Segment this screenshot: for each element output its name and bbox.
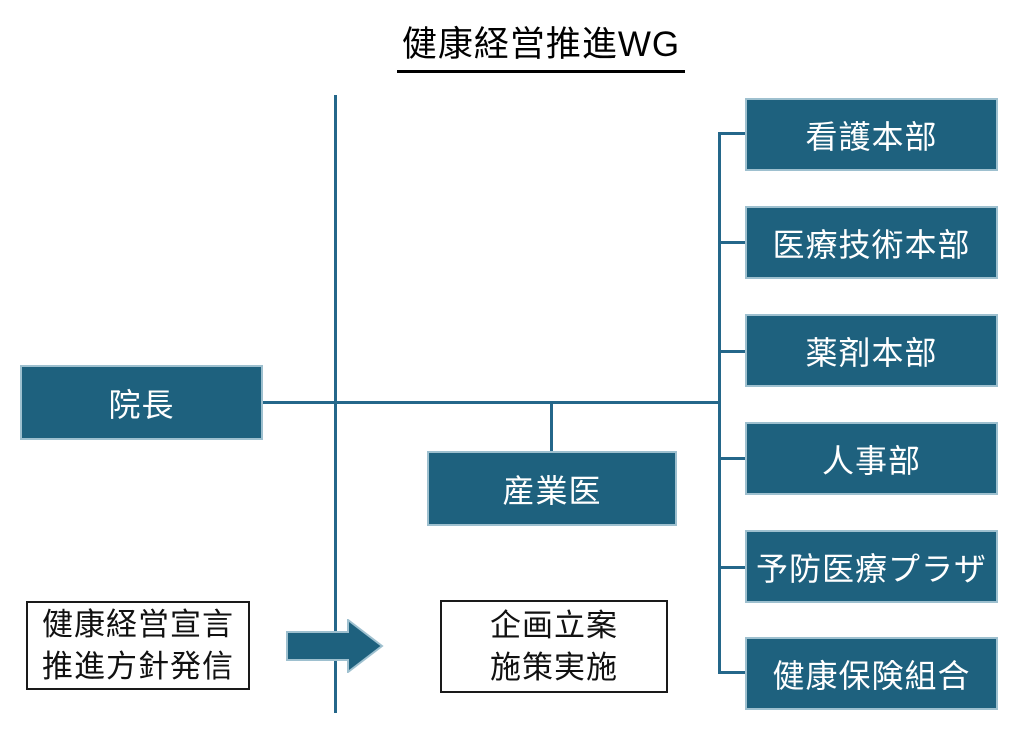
dept-stub-line-2 (718, 241, 747, 244)
departments-trunk-line (718, 132, 721, 674)
declaration-box-line-2: 推進方針発信 (42, 648, 234, 684)
dept-box-health-insurance-association: 健康保険組合 (745, 637, 998, 710)
title-container: 健康経営推進WG (58, 16, 1024, 73)
execution-box-line-2: 施策実施 (490, 649, 618, 685)
declaration-box-line-1: 健康経営宣言 (42, 606, 234, 642)
occupational-physician-box: 産業医 (427, 451, 677, 526)
execution-box: 企画立案 施策実施 (440, 600, 668, 693)
execution-box-line-1: 企画立案 (490, 607, 618, 643)
dept-stub-line-4 (718, 457, 747, 460)
dept-stub-line-1 (718, 132, 747, 135)
occupational-physician-stub-line (550, 402, 553, 452)
page-title: 健康経営推進WG (396, 16, 686, 73)
dept-box-pharmacy: 薬剤本部 (745, 314, 998, 387)
declaration-box: 健康経営宣言 推進方針発信 (26, 601, 250, 690)
dept-box-medical-technology: 医療技術本部 (745, 206, 998, 279)
director-box: 院長 (20, 365, 263, 440)
right-block-arrow-icon (286, 619, 384, 673)
director-to-departments-line (261, 401, 720, 404)
dept-stub-line-5 (718, 566, 747, 569)
dept-stub-line-3 (718, 350, 747, 353)
left-vertical-divider-line (334, 95, 337, 713)
dept-box-nursing: 看護本部 (745, 98, 998, 171)
dept-box-hr: 人事部 (745, 422, 998, 495)
dept-stub-line-6 (718, 671, 747, 674)
dept-box-preventive-medicine-plaza: 予防医療プラザ (745, 530, 998, 603)
